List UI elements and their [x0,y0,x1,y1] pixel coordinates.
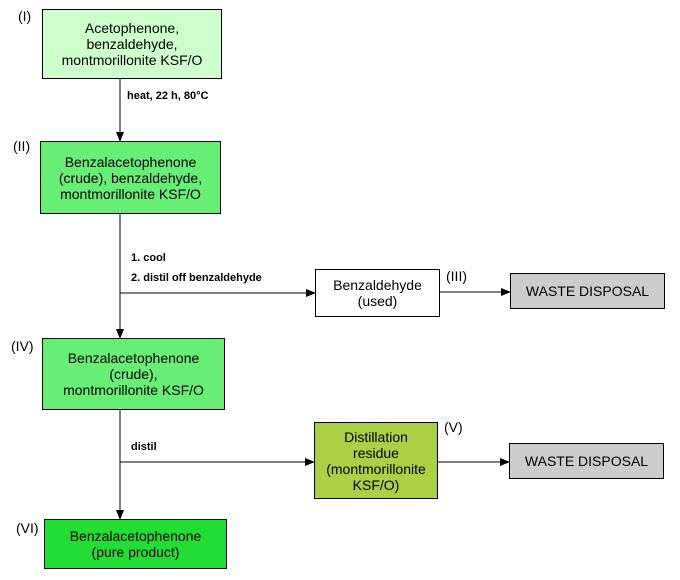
box-step-VI: Benzalacetophenone (pure product) [44,519,227,569]
step-label-V: (V) [444,419,463,435]
condition-distil: distil [131,441,157,453]
box-step-III: Benzaldehyde (used) [315,269,440,317]
box-step-II: Benzalacetophenone (crude), benzaldehyde… [40,141,221,214]
box-step-V: Distillation residue (montmorillonite KS… [314,422,438,499]
box-step-I: Acetophenone, benzaldehyde, montmorillon… [42,9,222,79]
condition-heat: heat, 22 h, 80°C [127,90,209,102]
condition-distil-benzaldehyde: 2. distil off benzaldehyde [131,272,262,284]
step-label-VI: (VI) [16,520,39,536]
box-step-IV: Benzalacetophenone (crude), montmorillon… [42,338,225,410]
step-label-IV: (IV) [11,338,34,354]
step-label-II: (II) [13,138,31,154]
step-label-III: (III) [446,268,467,284]
waste-disposal-box-1: WASTE DISPOSAL [510,273,665,309]
condition-cool: 1. cool [131,252,166,264]
waste-disposal-box-2: WASTE DISPOSAL [509,443,664,479]
step-label-I: (I) [18,8,32,24]
